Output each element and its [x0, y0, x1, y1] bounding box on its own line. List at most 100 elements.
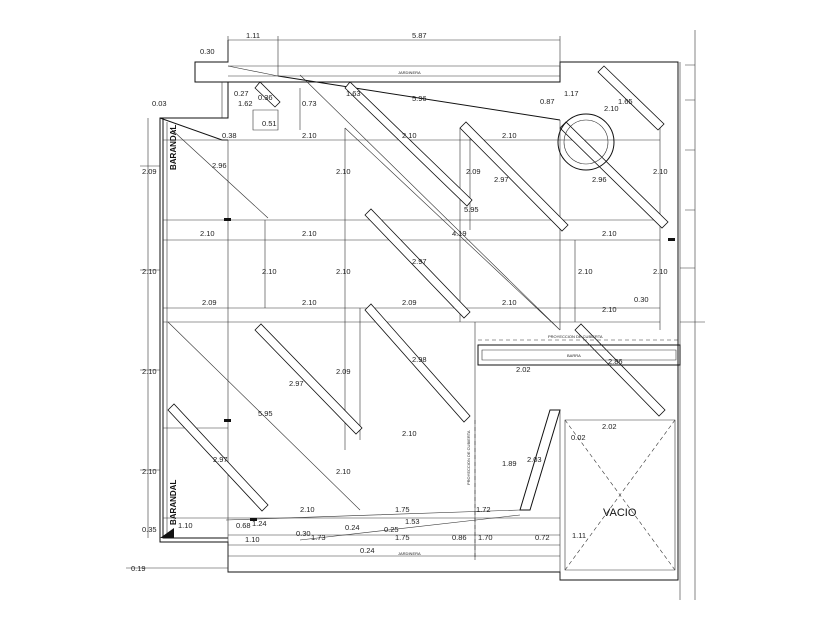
terrace-boundary [159, 65, 561, 539]
plank [597, 65, 665, 131]
dim-label: 2.10 [262, 267, 277, 276]
barra-label: BARRA [567, 353, 581, 358]
dim-label: 1.11 [246, 31, 260, 40]
plank [344, 81, 473, 207]
dim-label: 2.10 [502, 131, 517, 140]
dim-label: 0.30 [200, 47, 215, 56]
dim-label: 2.10 [142, 367, 157, 376]
plank [459, 121, 569, 232]
jardinera-bottom: JARDINERA [228, 544, 560, 557]
dim-label: 1.89 [502, 459, 517, 468]
dim-label: 2.10 [300, 505, 315, 514]
jardinera-top-label: JARDINERA [398, 70, 421, 75]
plank [364, 303, 471, 423]
proyeccion-h-label: PROYECCION DE CUBIERTA [548, 334, 603, 339]
dim-label: 1.72 [476, 505, 491, 514]
plank [254, 81, 281, 108]
plank [254, 323, 363, 435]
dim-label: 2.10 [604, 104, 619, 113]
dim-label: 1.17 [564, 89, 579, 98]
dim-label: 0.30 [296, 529, 311, 538]
dim-label: 1.62 [238, 99, 253, 108]
railing-corner-marker [160, 528, 174, 538]
dim-label: 2.02 [602, 422, 617, 431]
dim-label: 0.72 [535, 533, 550, 542]
dim-label: 2.10 [200, 229, 215, 238]
dim-label: 1.73 [311, 533, 326, 542]
dim-label: 0.02 [571, 433, 586, 442]
dim-label: 2.10 [302, 229, 317, 238]
dim-label: 2.10 [142, 267, 157, 276]
dim-label: 0.24 [345, 523, 360, 532]
dim-label: 2.10 [336, 167, 351, 176]
dim-label: 2.09 [336, 367, 351, 376]
dimension-lines [140, 36, 561, 538]
dim-label: 5.87 [412, 31, 427, 40]
dim-label: 2.10 [602, 305, 617, 314]
dim-label: 2.97 [494, 175, 509, 184]
dim-label: 2.10 [336, 267, 351, 276]
dim-label: 2.02 [516, 365, 531, 374]
dim-label: 2.09 [142, 167, 157, 176]
dim-label: 2.10 [653, 167, 668, 176]
dim-label: 5.96 [412, 94, 427, 103]
dim-label: 0.19 [131, 564, 146, 573]
proyeccion-v-label: PROYECCION DE CUBIERTA [466, 430, 471, 485]
dimension-labels: 1.11 5.87 0.30 0.03 0.27 0.36 1.62 0.51 … [131, 31, 668, 573]
planter-circle [557, 113, 615, 171]
roof-projection-vertical: PROYECCION DE CUBIERTA [466, 420, 476, 560]
dim-label: 1.75 [395, 533, 410, 542]
jardinera-bottom-label: JARDINERA [398, 551, 421, 556]
dim-label: 2.03 [527, 455, 542, 464]
dim-label: 2.96 [212, 161, 227, 170]
plank [574, 323, 666, 417]
dim-label: 2.10 [602, 229, 617, 238]
dim-label: 1.10 [178, 521, 193, 530]
dim-label: 0.68 [236, 521, 251, 530]
dim-label: 2.97 [289, 379, 304, 388]
dim-label: 2.10 [653, 267, 668, 276]
dim-label: 2.97 [213, 455, 228, 464]
dim-label: 2.09 [466, 167, 481, 176]
dim-label: 5.95 [258, 409, 273, 418]
dim-label: 2.10 [142, 467, 157, 476]
building-outline [126, 30, 705, 600]
dim-label: 1.75 [395, 505, 410, 514]
dim-label: 2.96 [592, 175, 607, 184]
jardinera-top: JARDINERA [228, 65, 560, 77]
dim-label: 2.09 [402, 298, 417, 307]
dim-label: 1.10 [245, 535, 260, 544]
dim-label: 1.65 [618, 97, 633, 106]
dim-label: 0.51 [262, 119, 277, 128]
dim-label: 0.30 [634, 295, 649, 304]
dim-label: 2.10 [402, 429, 417, 438]
section-markers [224, 218, 675, 521]
dim-label: 0.87 [540, 97, 555, 106]
dim-label: 2.97 [412, 257, 427, 266]
dim-label: 0.36 [258, 93, 273, 102]
dim-label: 0.27 [234, 89, 249, 98]
dim-label: 1.53 [405, 517, 420, 526]
dim-label: 1.70 [478, 533, 493, 542]
stair-ramp [225, 409, 561, 541]
dim-label: 2.98 [412, 355, 427, 364]
dim-label: 1.11 [572, 531, 586, 540]
diagonal-planks [167, 65, 669, 512]
dim-label: 2.09 [202, 298, 217, 307]
void-area: VACIO [564, 419, 676, 571]
dim-label: 1.63 [346, 89, 361, 98]
dim-label: 5.95 [464, 205, 479, 214]
dim-label: 1.24 [252, 519, 267, 528]
dim-label: 2.10 [302, 131, 317, 140]
dim-label: 2.10 [402, 131, 417, 140]
dim-label: 0.73 [302, 99, 317, 108]
dim-label: 0.38 [222, 131, 237, 140]
dim-label: 2.10 [302, 298, 317, 307]
dim-label: 2.10 [502, 298, 517, 307]
dim-label: 2.10 [578, 267, 593, 276]
plank [167, 403, 269, 512]
dim-label: 0.35 [142, 525, 157, 534]
vacio-label: VACIO [603, 507, 637, 519]
dim-label: 0.86 [452, 533, 467, 542]
